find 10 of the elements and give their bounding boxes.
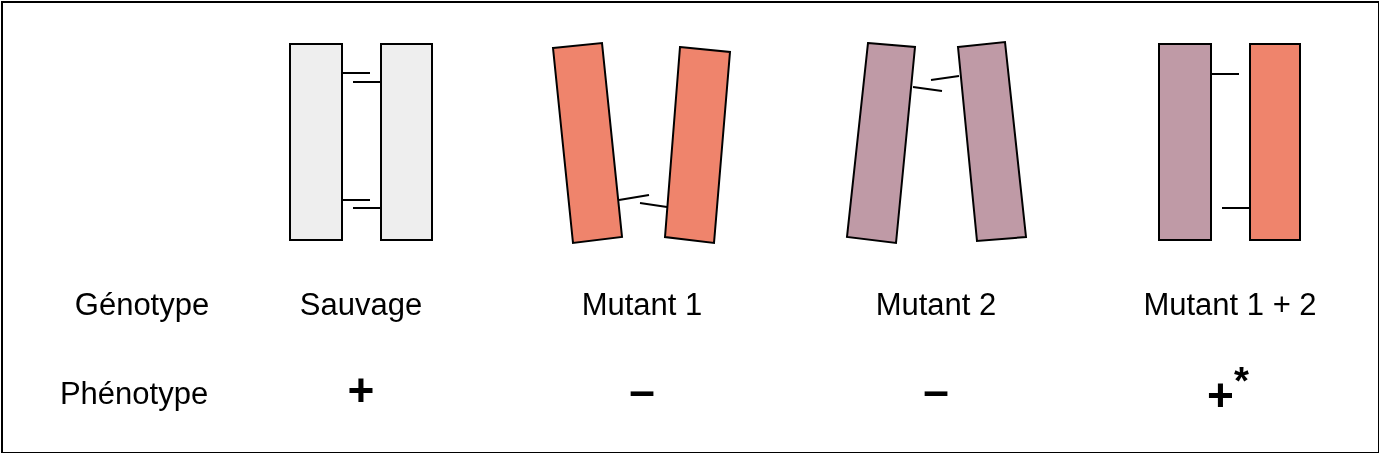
phenotype-sign: +$^{*}$	[1207, 362, 1249, 418]
row-heading: Génotype	[74, 288, 210, 320]
phenotype-sign: –	[629, 367, 655, 413]
phenotype-sign: –	[923, 367, 949, 413]
genotype-label: Mutant 1 + 2	[1143, 288, 1317, 320]
phenotype-sign: +	[347, 367, 375, 413]
genotype-label: Mutant 2	[875, 288, 997, 320]
genotype-label: Sauvage	[299, 288, 423, 320]
row-heading: Phénotype	[59, 377, 209, 409]
genotype-label: Mutant 1	[581, 288, 703, 320]
